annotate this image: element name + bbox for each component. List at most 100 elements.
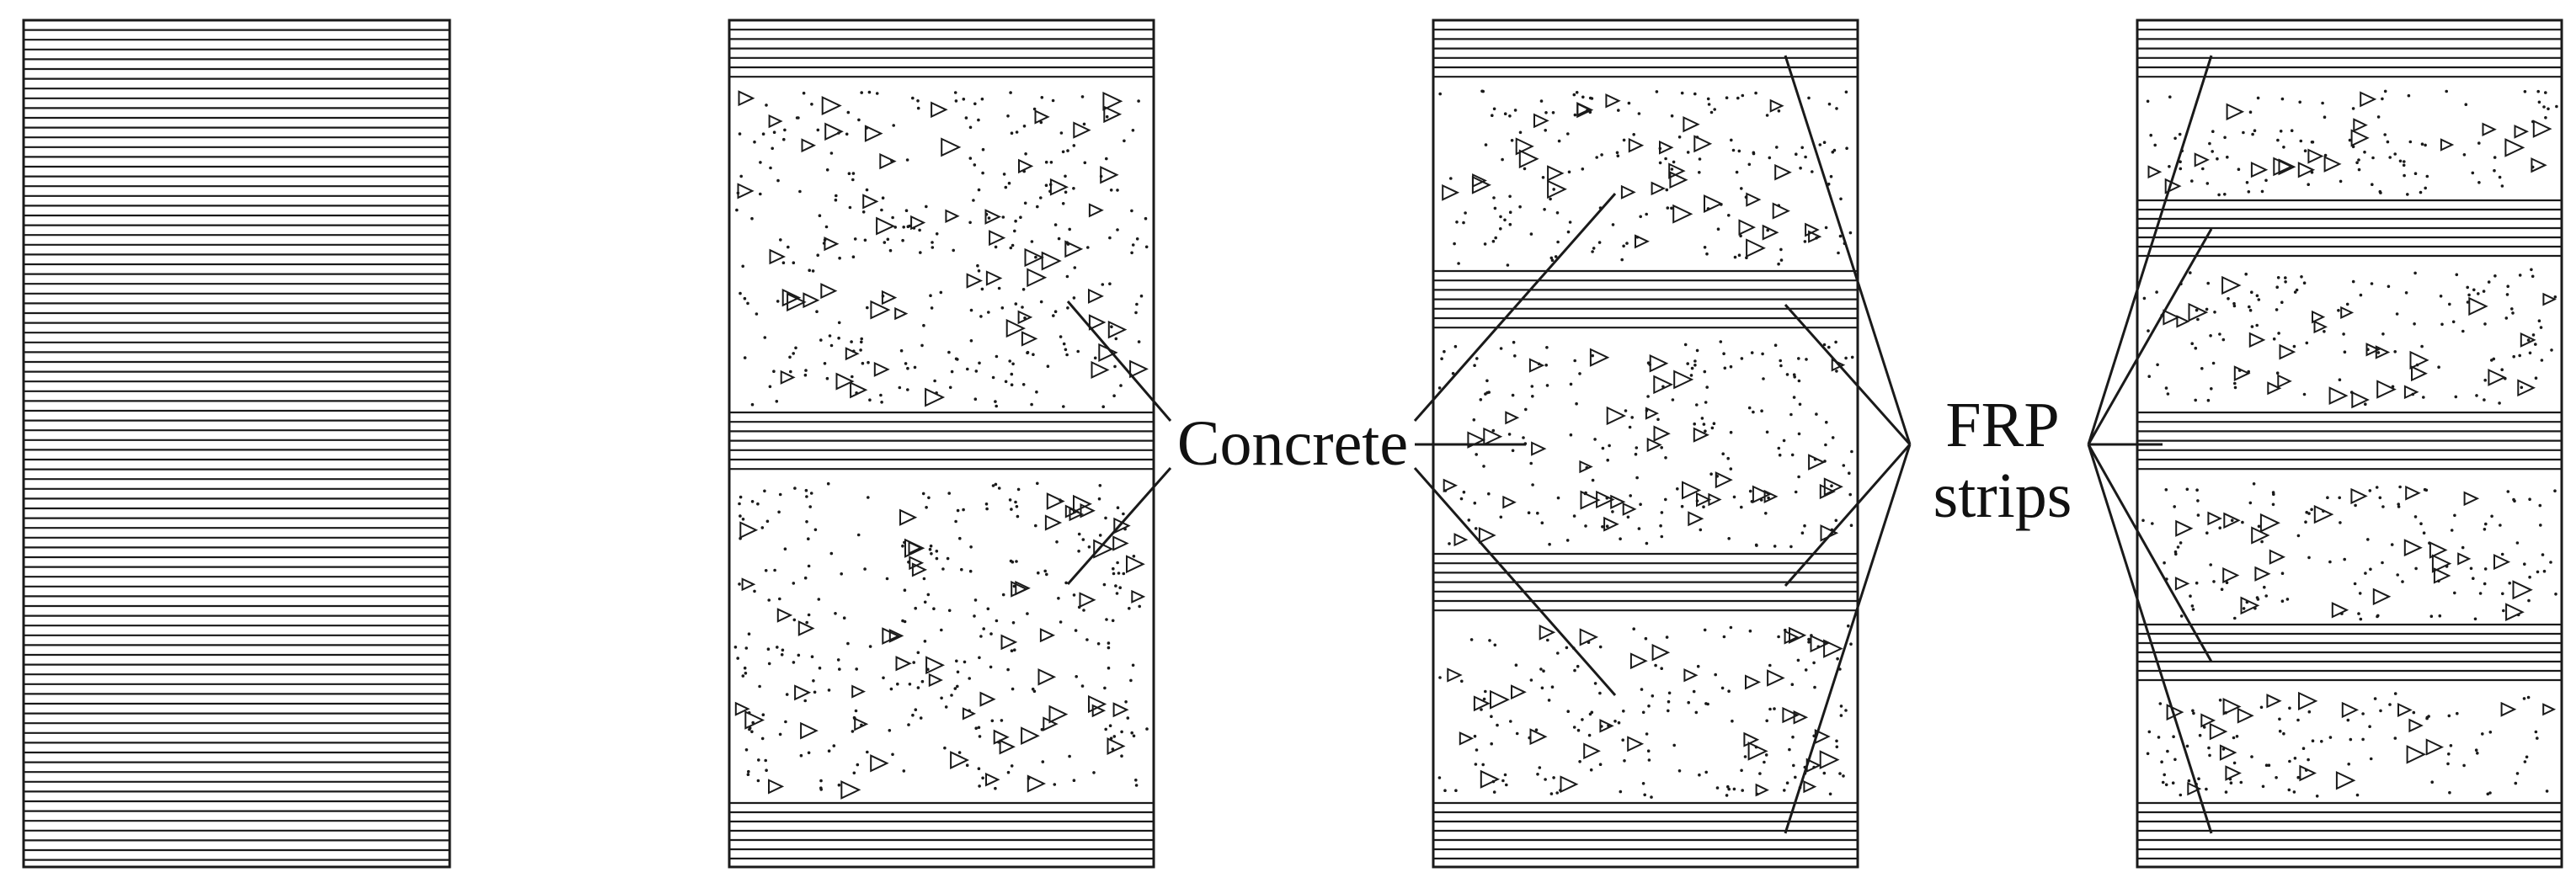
aggregate-dot [2493,168,2496,173]
aggregate-dot [1010,764,1014,768]
aggregate-triangle [2335,771,2356,790]
aggregate-dot [2510,307,2514,311]
aggregate-dot [1725,794,1729,797]
aggregate-dot [2506,490,2510,493]
aggregate-triangle [1505,411,1520,425]
aggregate-dot [756,502,760,506]
aggregate-dot [1499,215,1502,219]
aggregate-dot [2534,730,2538,734]
aggregate-dot [2247,190,2251,194]
aggregate-dot [826,481,830,486]
aggregate-dot [1062,342,1066,346]
aggregate-dot [828,334,832,338]
aggregate-dot [1747,162,1752,167]
aggregate-dot [868,398,872,402]
aggregate-dot [1124,700,1128,704]
aggregate-dot [1043,569,1047,573]
aggregate-dot [1709,472,1713,476]
aggregate-dot [805,495,808,498]
aggregate-dot [947,492,951,495]
aggregate-triangle [1810,634,1830,653]
aggregate-dot [2305,510,2308,514]
aggregate-dot [2501,592,2504,596]
aggregate-dot [1794,775,1797,779]
aggregate-dot [1009,91,1012,94]
leader-line [2087,444,2213,662]
aggregate-dot [956,508,960,513]
aggregate-dot [807,564,811,568]
aggregate-dot [2355,161,2359,164]
aggregate-triangle [911,562,928,577]
aggregate-dot [1622,244,1625,248]
aggregate-triangle [2517,379,2536,397]
aggregate-dot [2531,333,2536,337]
aggregate-dot [913,365,917,370]
aggregate-triangle [1762,224,1779,241]
aggregate-dot [2301,747,2306,750]
aggregate-dot [853,237,857,241]
aggregate-dot [2224,790,2228,794]
aggregate-dot [994,245,998,249]
aggregate-triangle [1673,370,1694,390]
aggregate-dot [2500,368,2504,372]
aggregate-dot [1660,667,1663,670]
aggregate-triangle [2313,504,2334,524]
aggregate-dot [1499,347,1503,350]
aggregate-dot [977,726,981,730]
aggregate-dot [1031,687,1035,691]
aggregate-triangle [1693,135,1713,153]
aggregate-dot [1731,719,1734,723]
aggregate-dot [2447,714,2451,718]
aggregate-dot [930,552,933,556]
aggregate-dot [2194,398,2197,402]
aggregate-dot [928,547,932,551]
aggregate-triangle [1579,628,1599,646]
aggregate-dot [1485,379,1489,383]
aggregate-dot [885,577,889,581]
aggregate-dot [1552,188,1555,191]
aggregate-dot [2323,153,2328,157]
aggregate-dot [2553,489,2557,492]
aggregate-dot [1593,682,1597,685]
aggregate-dot [2242,607,2246,610]
aggregate-dot [1735,170,1739,174]
aggregate-dot [1104,727,1107,731]
aggregate-dot [861,210,866,214]
aggregate-dot [2499,524,2502,527]
aggregate-dot [2376,115,2381,119]
aggregate-dot [2493,274,2497,278]
aggregate-dot [2256,96,2260,100]
aggregate-dot [1098,534,1102,537]
aggregate-dot [2403,160,2406,163]
aggregate-dot [920,679,925,683]
aggregate-dot [1848,492,1852,497]
aggregate-dot [1839,705,1843,708]
aggregate-dot [977,118,980,122]
aggregate-dot [1848,471,1851,475]
aggregate-dot [824,225,829,229]
aggregate-dot [2205,787,2208,791]
aggregate-triangle [1100,166,1119,184]
aggregate-dot [812,679,815,683]
aggregate-dot [1591,478,1595,482]
aggregate-dot [772,370,776,374]
aggregate-dot [1775,146,1779,149]
aggregate-dot [918,228,921,232]
aggregate-dot [1676,487,1679,491]
aggregate-dot [1779,359,1782,363]
aggregate-triangle [1651,643,1671,662]
aggregate-dot [1698,773,1701,777]
aggregate-dot [1565,646,1569,650]
aggregate-dot [880,401,883,404]
aggregate-dot [1501,779,1505,783]
aggregate-dot [1066,306,1069,310]
aggregate-dot [760,736,765,741]
aggregate-dot [1074,629,1078,632]
aggregate-dot [1059,335,1063,338]
aggregate-dot [1660,446,1663,449]
aggregate-dot [911,96,915,100]
aggregate-triangle [1682,481,1702,500]
aggregate-dot [755,312,759,316]
aggregate-dot [2221,338,2226,342]
aggregate-dot [1556,240,1560,244]
